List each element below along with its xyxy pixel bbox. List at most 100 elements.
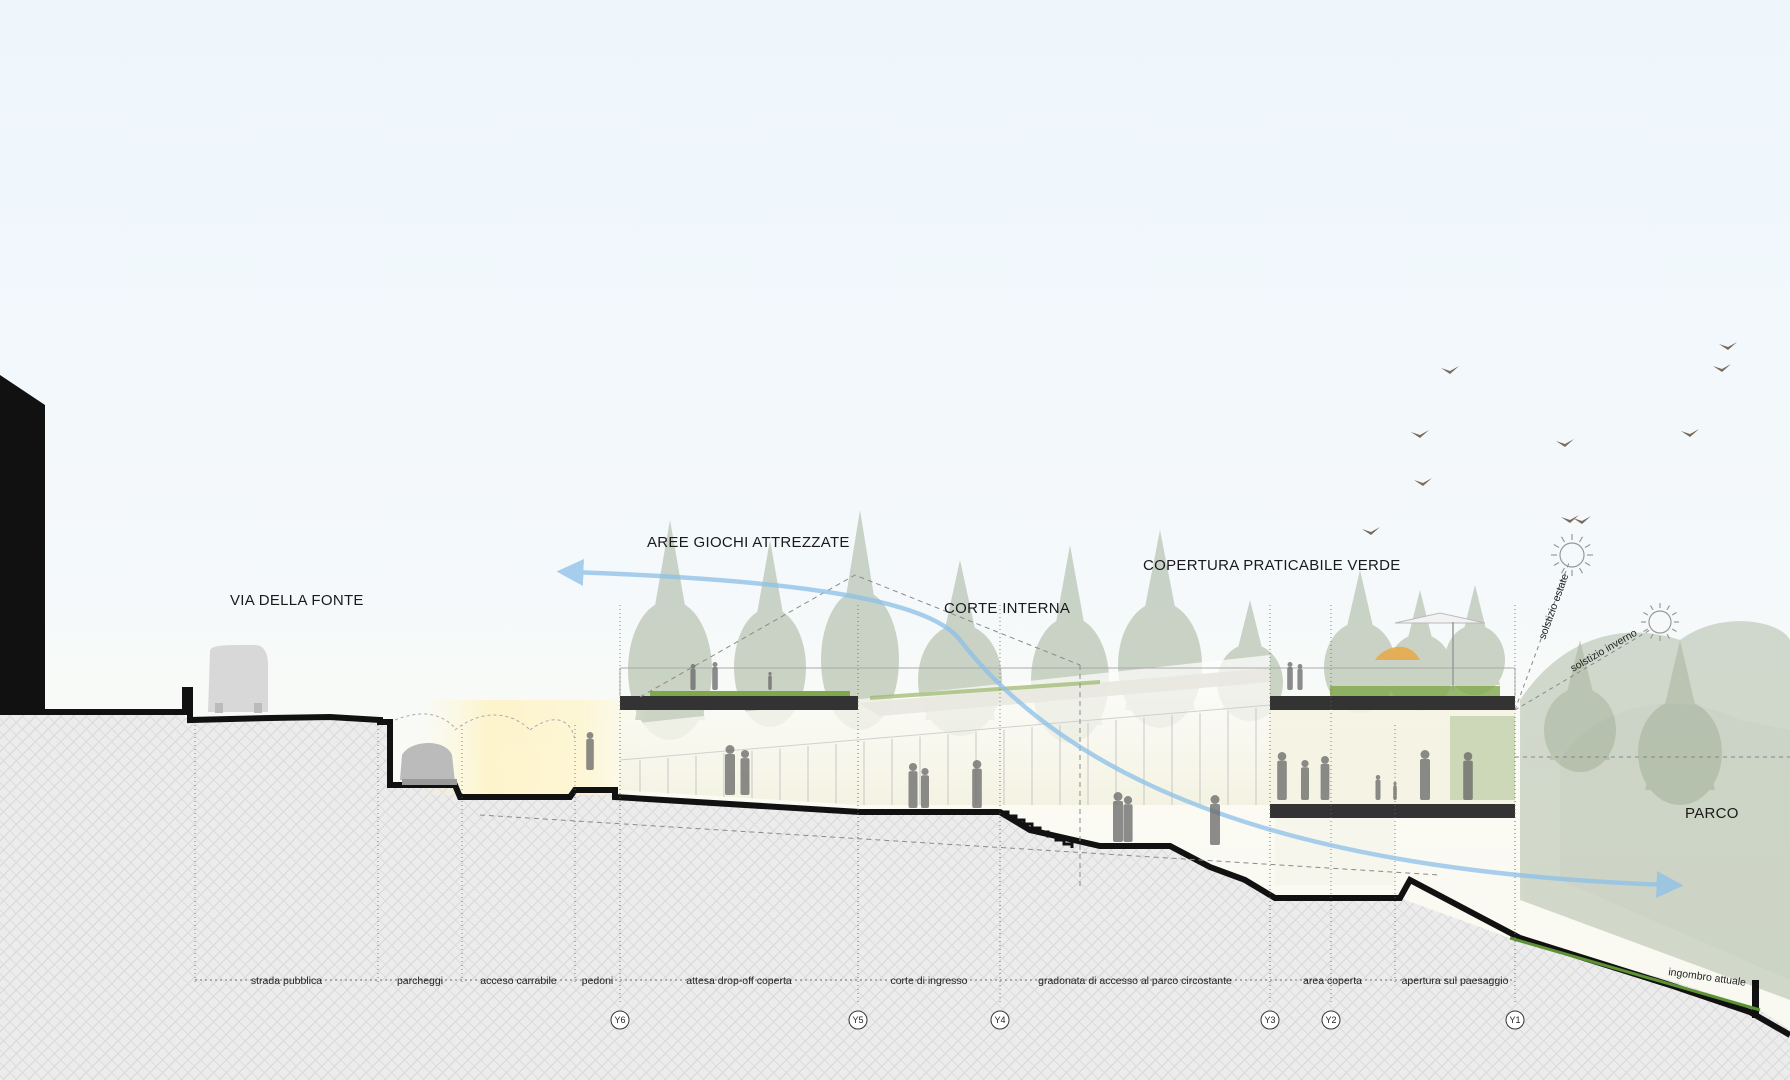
bird-icon bbox=[1713, 364, 1731, 372]
zone-label: pedoni bbox=[582, 975, 614, 987]
axis-label: Y5 bbox=[852, 1015, 863, 1025]
section-line bbox=[0, 687, 1790, 1038]
person bbox=[1210, 795, 1220, 804]
person bbox=[1321, 756, 1329, 764]
person-body bbox=[921, 775, 929, 808]
zone-label: strada pubblica bbox=[251, 975, 322, 987]
dashed-guides bbox=[479, 574, 1441, 890]
person-body bbox=[768, 675, 772, 690]
person bbox=[1287, 662, 1293, 668]
canopy-arcs bbox=[394, 713, 576, 741]
axis-label: Y4 bbox=[994, 1015, 1005, 1025]
label-via-della-fonte: VIA DELLA FONTE bbox=[230, 592, 364, 609]
person bbox=[1113, 792, 1123, 801]
person-body bbox=[740, 758, 750, 795]
person bbox=[740, 750, 750, 759]
ingombro-post bbox=[1752, 980, 1759, 1018]
axis-marker bbox=[610, 1010, 630, 1030]
bird-icon bbox=[1441, 366, 1459, 374]
person-body bbox=[586, 738, 594, 770]
bird-icon bbox=[1561, 515, 1579, 523]
label-parco: PARCO bbox=[1685, 805, 1739, 822]
person-body bbox=[1277, 760, 1287, 800]
zone-label: area coperta bbox=[1303, 975, 1362, 987]
sun-icon-winter bbox=[1641, 603, 1679, 641]
bird-icon bbox=[1556, 439, 1574, 447]
label-corte-interna: CORTE INTERNA bbox=[944, 600, 1070, 617]
person-body bbox=[1320, 763, 1330, 800]
bird-icon bbox=[1573, 516, 1591, 524]
person-body bbox=[1287, 667, 1293, 690]
person bbox=[725, 745, 735, 754]
bird-icon bbox=[1681, 429, 1699, 437]
person-body bbox=[1113, 801, 1123, 842]
bird-icon bbox=[1719, 342, 1737, 350]
zone-label: corte di ingresso bbox=[890, 975, 967, 987]
person-body bbox=[908, 771, 918, 808]
person bbox=[1420, 750, 1430, 759]
sun-guides bbox=[1514, 559, 1790, 758]
person-body bbox=[1375, 779, 1381, 800]
person-body bbox=[1301, 767, 1309, 800]
person bbox=[908, 763, 918, 772]
car-icon bbox=[400, 742, 457, 785]
label-aree-giochi: AREE GIOCHI ATTREZZATE bbox=[647, 534, 850, 551]
zone-label: apertura sul paesaggio bbox=[1402, 975, 1509, 987]
left-building bbox=[0, 375, 45, 712]
label-copertura: COPERTURA PRATICABILE VERDE bbox=[1143, 557, 1401, 574]
person bbox=[1301, 760, 1309, 768]
person-body bbox=[1393, 785, 1397, 800]
person bbox=[690, 664, 696, 669]
roof-slabs bbox=[620, 668, 1515, 818]
axis-marker bbox=[1505, 1010, 1525, 1030]
stairs bbox=[1000, 810, 1074, 848]
zone-labels: strada pubblica parcheggi acceso carrabile… bbox=[251, 975, 1509, 987]
person-body bbox=[712, 667, 718, 690]
person bbox=[1463, 752, 1473, 761]
person-body bbox=[972, 768, 982, 808]
person bbox=[1277, 752, 1287, 761]
person-body bbox=[1463, 760, 1473, 800]
axis-marker bbox=[1321, 1010, 1341, 1030]
person bbox=[1123, 796, 1133, 805]
airflow-arrows bbox=[556, 558, 1684, 899]
park-foliage bbox=[1520, 621, 1790, 1000]
axis-label: Y2 bbox=[1325, 1015, 1336, 1025]
person bbox=[712, 662, 718, 668]
person bbox=[1297, 664, 1303, 669]
person bbox=[768, 672, 772, 676]
zone-label: acceso carrabile bbox=[480, 975, 557, 987]
axis-marker bbox=[1260, 1010, 1280, 1030]
zone-gridlines bbox=[194, 605, 1516, 1005]
axis-label: Y3 bbox=[1264, 1015, 1275, 1025]
zone-label: parcheggi bbox=[397, 975, 443, 987]
bird-icon bbox=[1411, 430, 1429, 438]
ground-fill bbox=[0, 712, 1790, 1080]
person bbox=[972, 760, 982, 769]
van-icon bbox=[208, 645, 268, 713]
sun-icon-summer bbox=[1551, 534, 1593, 576]
axis-label: Y6 bbox=[614, 1015, 625, 1025]
tree-canopy bbox=[1445, 625, 1505, 695]
person-body bbox=[725, 754, 735, 795]
bird-icon bbox=[1362, 527, 1380, 535]
person-body bbox=[1297, 668, 1303, 690]
entrance-glow bbox=[420, 700, 650, 795]
birds bbox=[1362, 342, 1737, 535]
person bbox=[586, 732, 594, 739]
zone-label: attesa drop-off coperta bbox=[686, 975, 792, 987]
person bbox=[1375, 775, 1381, 780]
people-silhouettes bbox=[586, 662, 1473, 845]
umbrella-icon bbox=[1375, 612, 1486, 690]
axis-label: Y1 bbox=[1509, 1015, 1520, 1025]
zone-label: gradonata di accesso al parco circostant… bbox=[1038, 975, 1232, 987]
person-body bbox=[1210, 804, 1220, 845]
axis-markers: Y6 Y5 Y4 Y3 Y2 Y1 bbox=[610, 1010, 1525, 1030]
axis-marker bbox=[848, 1010, 868, 1030]
person bbox=[921, 768, 929, 776]
person-body bbox=[1123, 804, 1133, 842]
person-body bbox=[1420, 759, 1430, 800]
park-grass-line bbox=[1509, 936, 1761, 1012]
